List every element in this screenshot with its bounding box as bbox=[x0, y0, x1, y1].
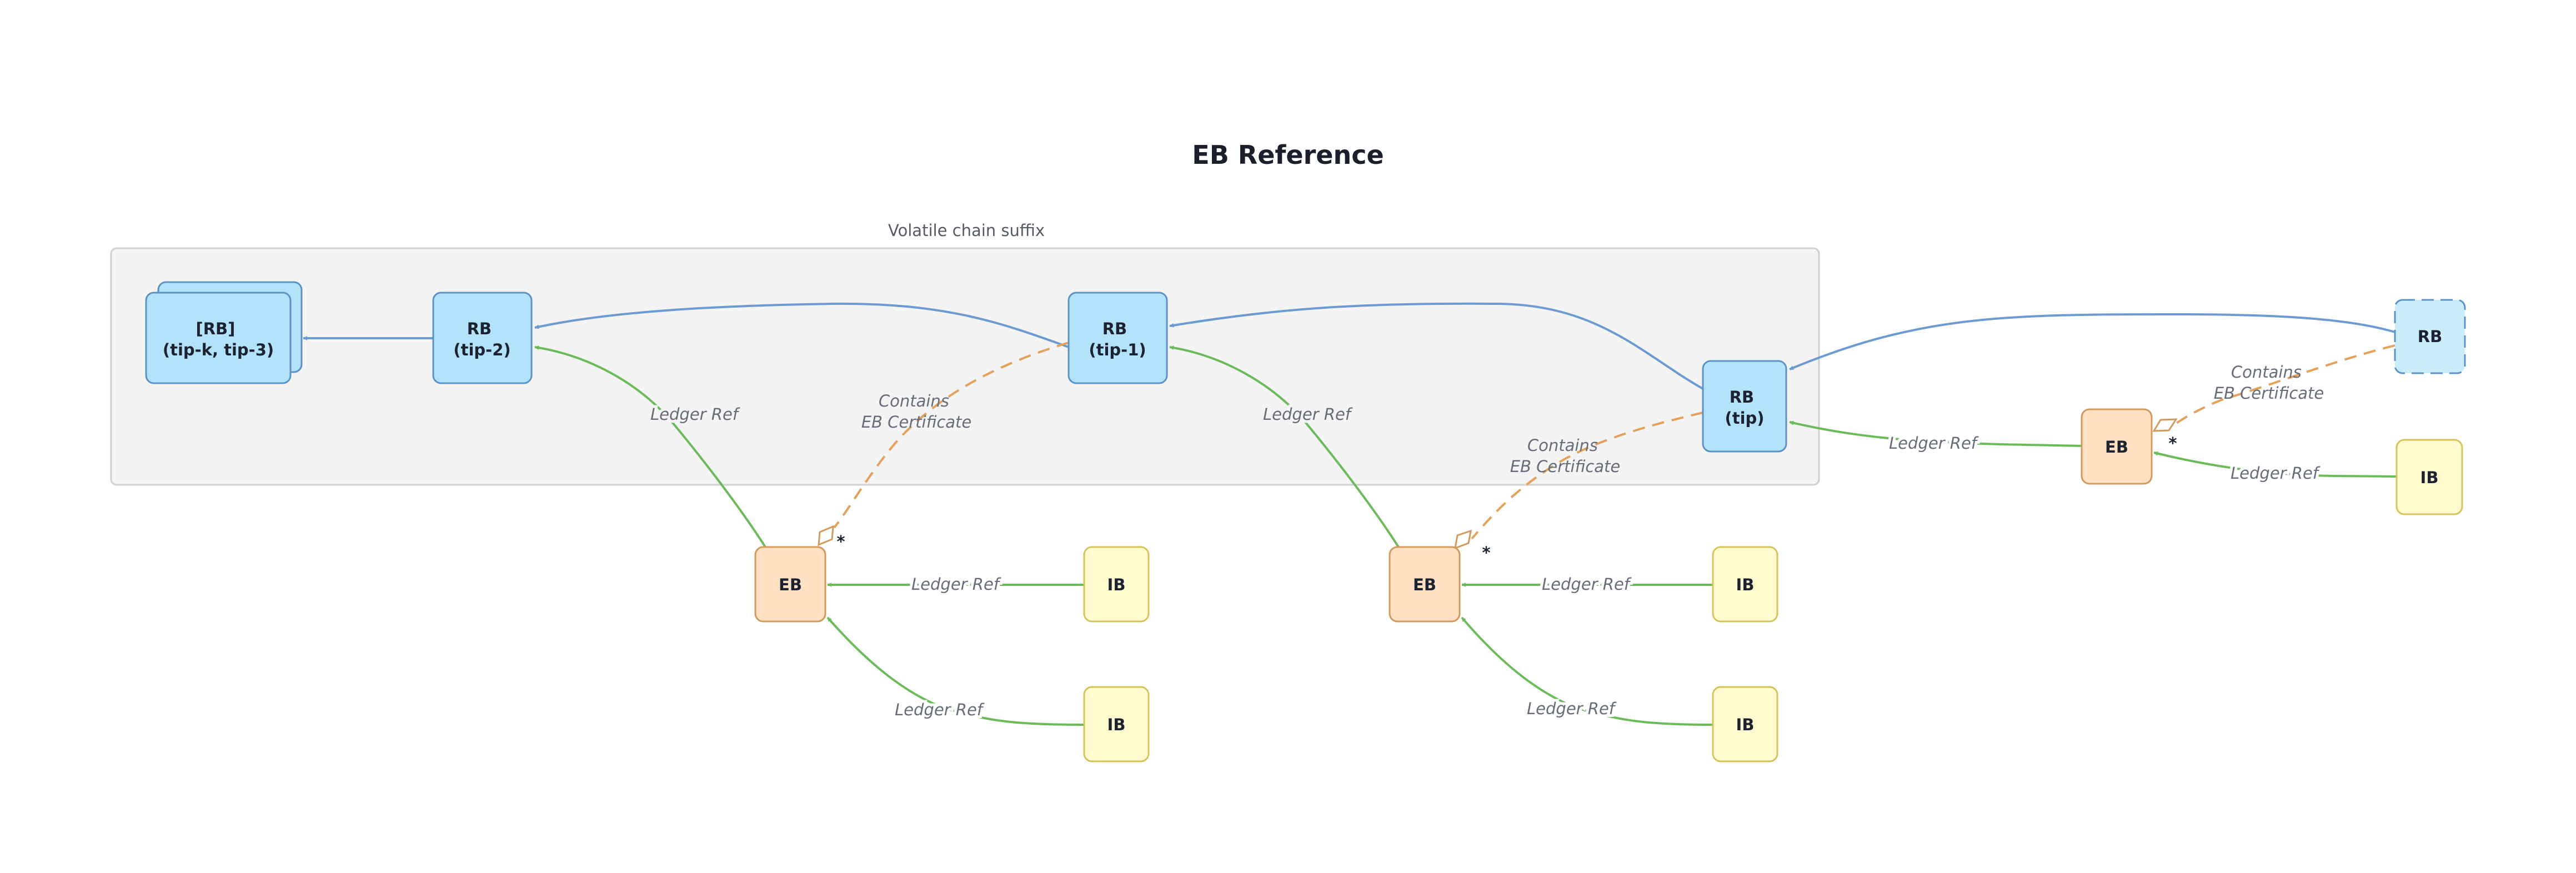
ledger-edge-ib-right-to-eb bbox=[2153, 451, 2397, 478]
rb-tip-node[interactable]: RB (tip) bbox=[1702, 360, 1787, 453]
cert-multiplicity-eb-mid: * bbox=[1482, 543, 1490, 562]
ib-left-top-node[interactable]: IB bbox=[1083, 546, 1150, 623]
cert-diamond-eb-mid bbox=[1454, 529, 1472, 550]
cert-edge-tip1-to-eb-left bbox=[833, 342, 1069, 529]
eb-right-label: EB bbox=[2105, 438, 2128, 456]
ib-right-label: IB bbox=[2420, 468, 2439, 487]
eb-left-node[interactable]: EB bbox=[754, 546, 826, 623]
volatile-chain-suffix-group bbox=[110, 247, 1820, 486]
ledger-edge-eb-mid-to-tip1 bbox=[1169, 345, 1400, 548]
cert-label-eb-mid: Contains EB Certificate bbox=[1510, 436, 1621, 476]
svg-text:RB (tip): RB (tip) bbox=[1725, 388, 1764, 428]
chain-edge-future-to-tip bbox=[1789, 313, 2395, 370]
ledger-edge-ib-left-bottom-to-eb bbox=[826, 616, 1085, 726]
diagram-title: EB Reference bbox=[1192, 140, 1384, 170]
chain-edge-tip1-to-tip2 bbox=[534, 302, 1069, 348]
rb-tip-1-line1: RB bbox=[1102, 319, 1127, 338]
ib-mid-bottom-label: IB bbox=[1736, 715, 1755, 734]
ledger-edge-eb-right-to-tip bbox=[1789, 420, 2083, 447]
ledger-label-ib-right: Ledger Ref bbox=[2231, 464, 2321, 483]
rb-future-label: RB bbox=[2418, 327, 2442, 346]
cert-edge-tip-to-eb-mid bbox=[1471, 412, 1703, 540]
group-label: Volatile chain suffix bbox=[888, 221, 1045, 240]
cert-multiplicity-eb-right: * bbox=[2168, 434, 2177, 453]
ledger-label-eb-left-to-tip2: Ledger Ref bbox=[650, 405, 740, 424]
ib-mid-top-label: IB bbox=[1736, 575, 1755, 594]
ledger-label-ib-mid-top: Ledger Ref bbox=[1542, 575, 1632, 594]
rb-tip-1-node[interactable]: RB (tip-1) bbox=[1068, 292, 1168, 384]
ledger-label-eb-right-to-tip: Ledger Ref bbox=[1889, 434, 1979, 453]
cert-label-eb-left: Contains EB Certificate bbox=[861, 392, 972, 432]
ib-left-top-label: IB bbox=[1107, 575, 1126, 594]
rb-stack-node[interactable]: [RB] (tip-k, tip-3) bbox=[145, 281, 303, 384]
rb-tip-line1: RB bbox=[1730, 388, 1754, 407]
cert-diamond-eb-left bbox=[818, 525, 834, 546]
svg-text:RB (tip-2): RB (tip-2) bbox=[453, 319, 510, 359]
chain-edge-tip-to-tip1 bbox=[1169, 302, 1703, 390]
svg-text:RB (tip-1): RB (tip-1) bbox=[1089, 319, 1146, 359]
ledger-edge-eb-left-to-tip2 bbox=[534, 345, 766, 548]
cert-edge-future-to-eb-right bbox=[2168, 344, 2395, 430]
rb-stack-line2: (tip-k, tip-3) bbox=[163, 340, 274, 359]
ib-mid-bottom-node[interactable]: IB bbox=[1712, 686, 1778, 762]
rb-tip-2-line1: RB bbox=[467, 319, 492, 338]
svg-text:[RB] (tip-k, tip-3): [RB] (tip-k, tip-3) bbox=[163, 319, 274, 359]
cert-multiplicity-eb-left: * bbox=[836, 532, 845, 551]
cert-label-eb-right: Contains EB Certificate bbox=[2214, 363, 2324, 403]
eb-mid-node[interactable]: EB bbox=[1389, 546, 1461, 623]
eb-left-label: EB bbox=[779, 575, 802, 594]
cert-diamond-eb-right bbox=[2152, 418, 2178, 432]
rb-stack-line1: [RB] bbox=[196, 319, 235, 338]
eb-right-node[interactable]: EB bbox=[2081, 408, 2153, 485]
ledger-label-ib-left-top: Ledger Ref bbox=[911, 575, 1001, 594]
ib-left-bottom-label: IB bbox=[1107, 715, 1126, 734]
ledger-label-ib-left-bottom: Ledger Ref bbox=[895, 700, 985, 719]
ledger-edge-ib-mid-bottom-to-eb bbox=[1461, 616, 1713, 726]
eb-mid-label: EB bbox=[1413, 575, 1436, 594]
rb-tip-1-line2: (tip-1) bbox=[1089, 340, 1146, 359]
ledger-label-ib-mid-bottom: Ledger Ref bbox=[1527, 699, 1617, 718]
ib-mid-top-node[interactable]: IB bbox=[1712, 546, 1778, 623]
rb-tip-line2: (tip) bbox=[1725, 409, 1764, 428]
ib-right-node[interactable]: IB bbox=[2395, 439, 2463, 515]
rb-tip-2-line2: (tip-2) bbox=[453, 340, 510, 359]
rb-future-node[interactable]: RB bbox=[2394, 299, 2466, 374]
ledger-label-eb-mid-to-tip1: Ledger Ref bbox=[1263, 405, 1353, 424]
ib-left-bottom-node[interactable]: IB bbox=[1083, 686, 1150, 762]
rb-tip-2-node[interactable]: RB (tip-2) bbox=[432, 292, 533, 384]
